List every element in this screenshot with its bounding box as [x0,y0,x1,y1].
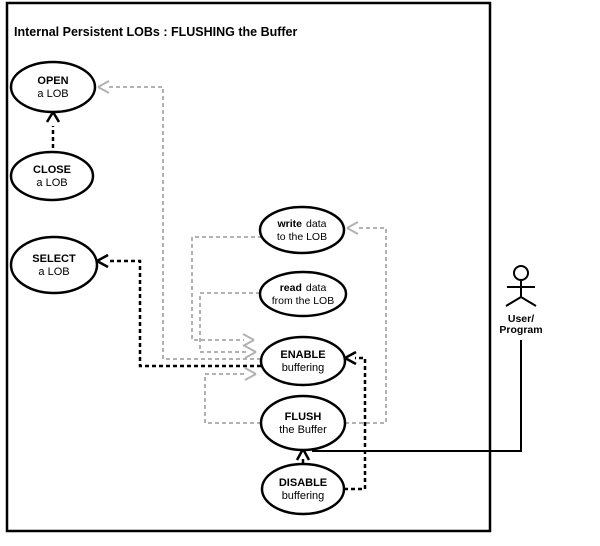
usecase-select-a-lob: SELECT a LOB [9,235,99,295]
select-label: SELECT [32,253,76,265]
edge-enable-to-select [96,253,261,368]
disable-label: DISABLE [279,477,327,489]
svg-text:SELECT: SELECT [32,253,76,265]
actor-user-program: User/ Program [499,265,543,336]
actor-body [505,280,537,307]
edge-read-to-enable [199,292,260,359]
arrowhead-at-open-bottom [45,111,61,123]
arrowhead-at-enable-lower [244,367,257,381]
usecase-flush-the-buffer: FLUSH the Buffer [259,394,347,452]
enable-buffering-ellipse [259,335,347,387]
flush-buffer-ellipse [259,394,347,452]
disable-sublabel: buffering [282,490,325,502]
usecase-open-a-lob: OPEN a LOB [9,60,97,114]
actor-label-line2: Program [499,324,542,336]
arrowhead-at-open [97,80,110,94]
arrowhead-at-select [96,253,109,269]
close-label: CLOSE [33,164,71,176]
arrowhead-at-enable-mid [244,345,257,359]
arrowhead-at-write [346,221,359,235]
usecase-disable-buffering: DISABLE buffering [260,462,346,516]
enable-sublabel: buffering [282,362,325,374]
svg-text:CLOSE: CLOSE [33,164,71,176]
edge-flush-to-write [345,221,387,424]
edge-write-to-enable [191,236,262,347]
actor-label-line1: User/ [508,313,534,325]
system-boundary-box [5,1,492,533]
edge-flush-to-enable [204,367,261,424]
usecase-enable-buffering: ENABLE buffering [259,335,347,387]
arrowhead-at-enable-upper [242,333,255,347]
diagram-title: Internal Persistent LOBs : FLUSHING the … [14,25,298,39]
usecase-close-a-lob: CLOSE a LOB [9,150,95,202]
open-label: OPEN [37,75,68,87]
write-sublabel: to the LOB [277,231,327,243]
svg-text:ENABLE: ENABLE [280,349,325,361]
flush-sublabel: the Buffer [279,424,327,436]
svg-text:DISABLE: DISABLE [279,477,327,489]
read-sublabel: from the LOB [272,295,334,307]
close-a-lob-ellipse [9,150,95,202]
actor-head [513,265,529,281]
svg-text:FLUSH: FLUSH [285,411,322,423]
write-data-ellipse [258,205,346,255]
read-label: read [280,282,302,294]
edge-close-to-open [45,111,61,148]
read-data-ellipse [258,270,348,318]
edge-disable-to-enable [344,350,367,491]
svg-text:OPEN: OPEN [37,75,68,87]
flush-label: FLUSH [285,411,322,423]
select-sublabel: a LOB [38,266,69,278]
edge-enable-to-open [97,80,261,360]
disable-buffering-ellipse [260,462,346,516]
enable-label: ENABLE [280,349,325,361]
arrowhead-at-enable-right [344,350,357,366]
edge-actor-to-flush [312,340,522,452]
open-a-lob-ellipse [9,60,97,114]
close-sublabel: a LOB [36,177,67,189]
select-a-lob-ellipse [9,235,99,295]
open-sublabel: a LOB [37,88,68,100]
write-label: write [277,218,303,230]
